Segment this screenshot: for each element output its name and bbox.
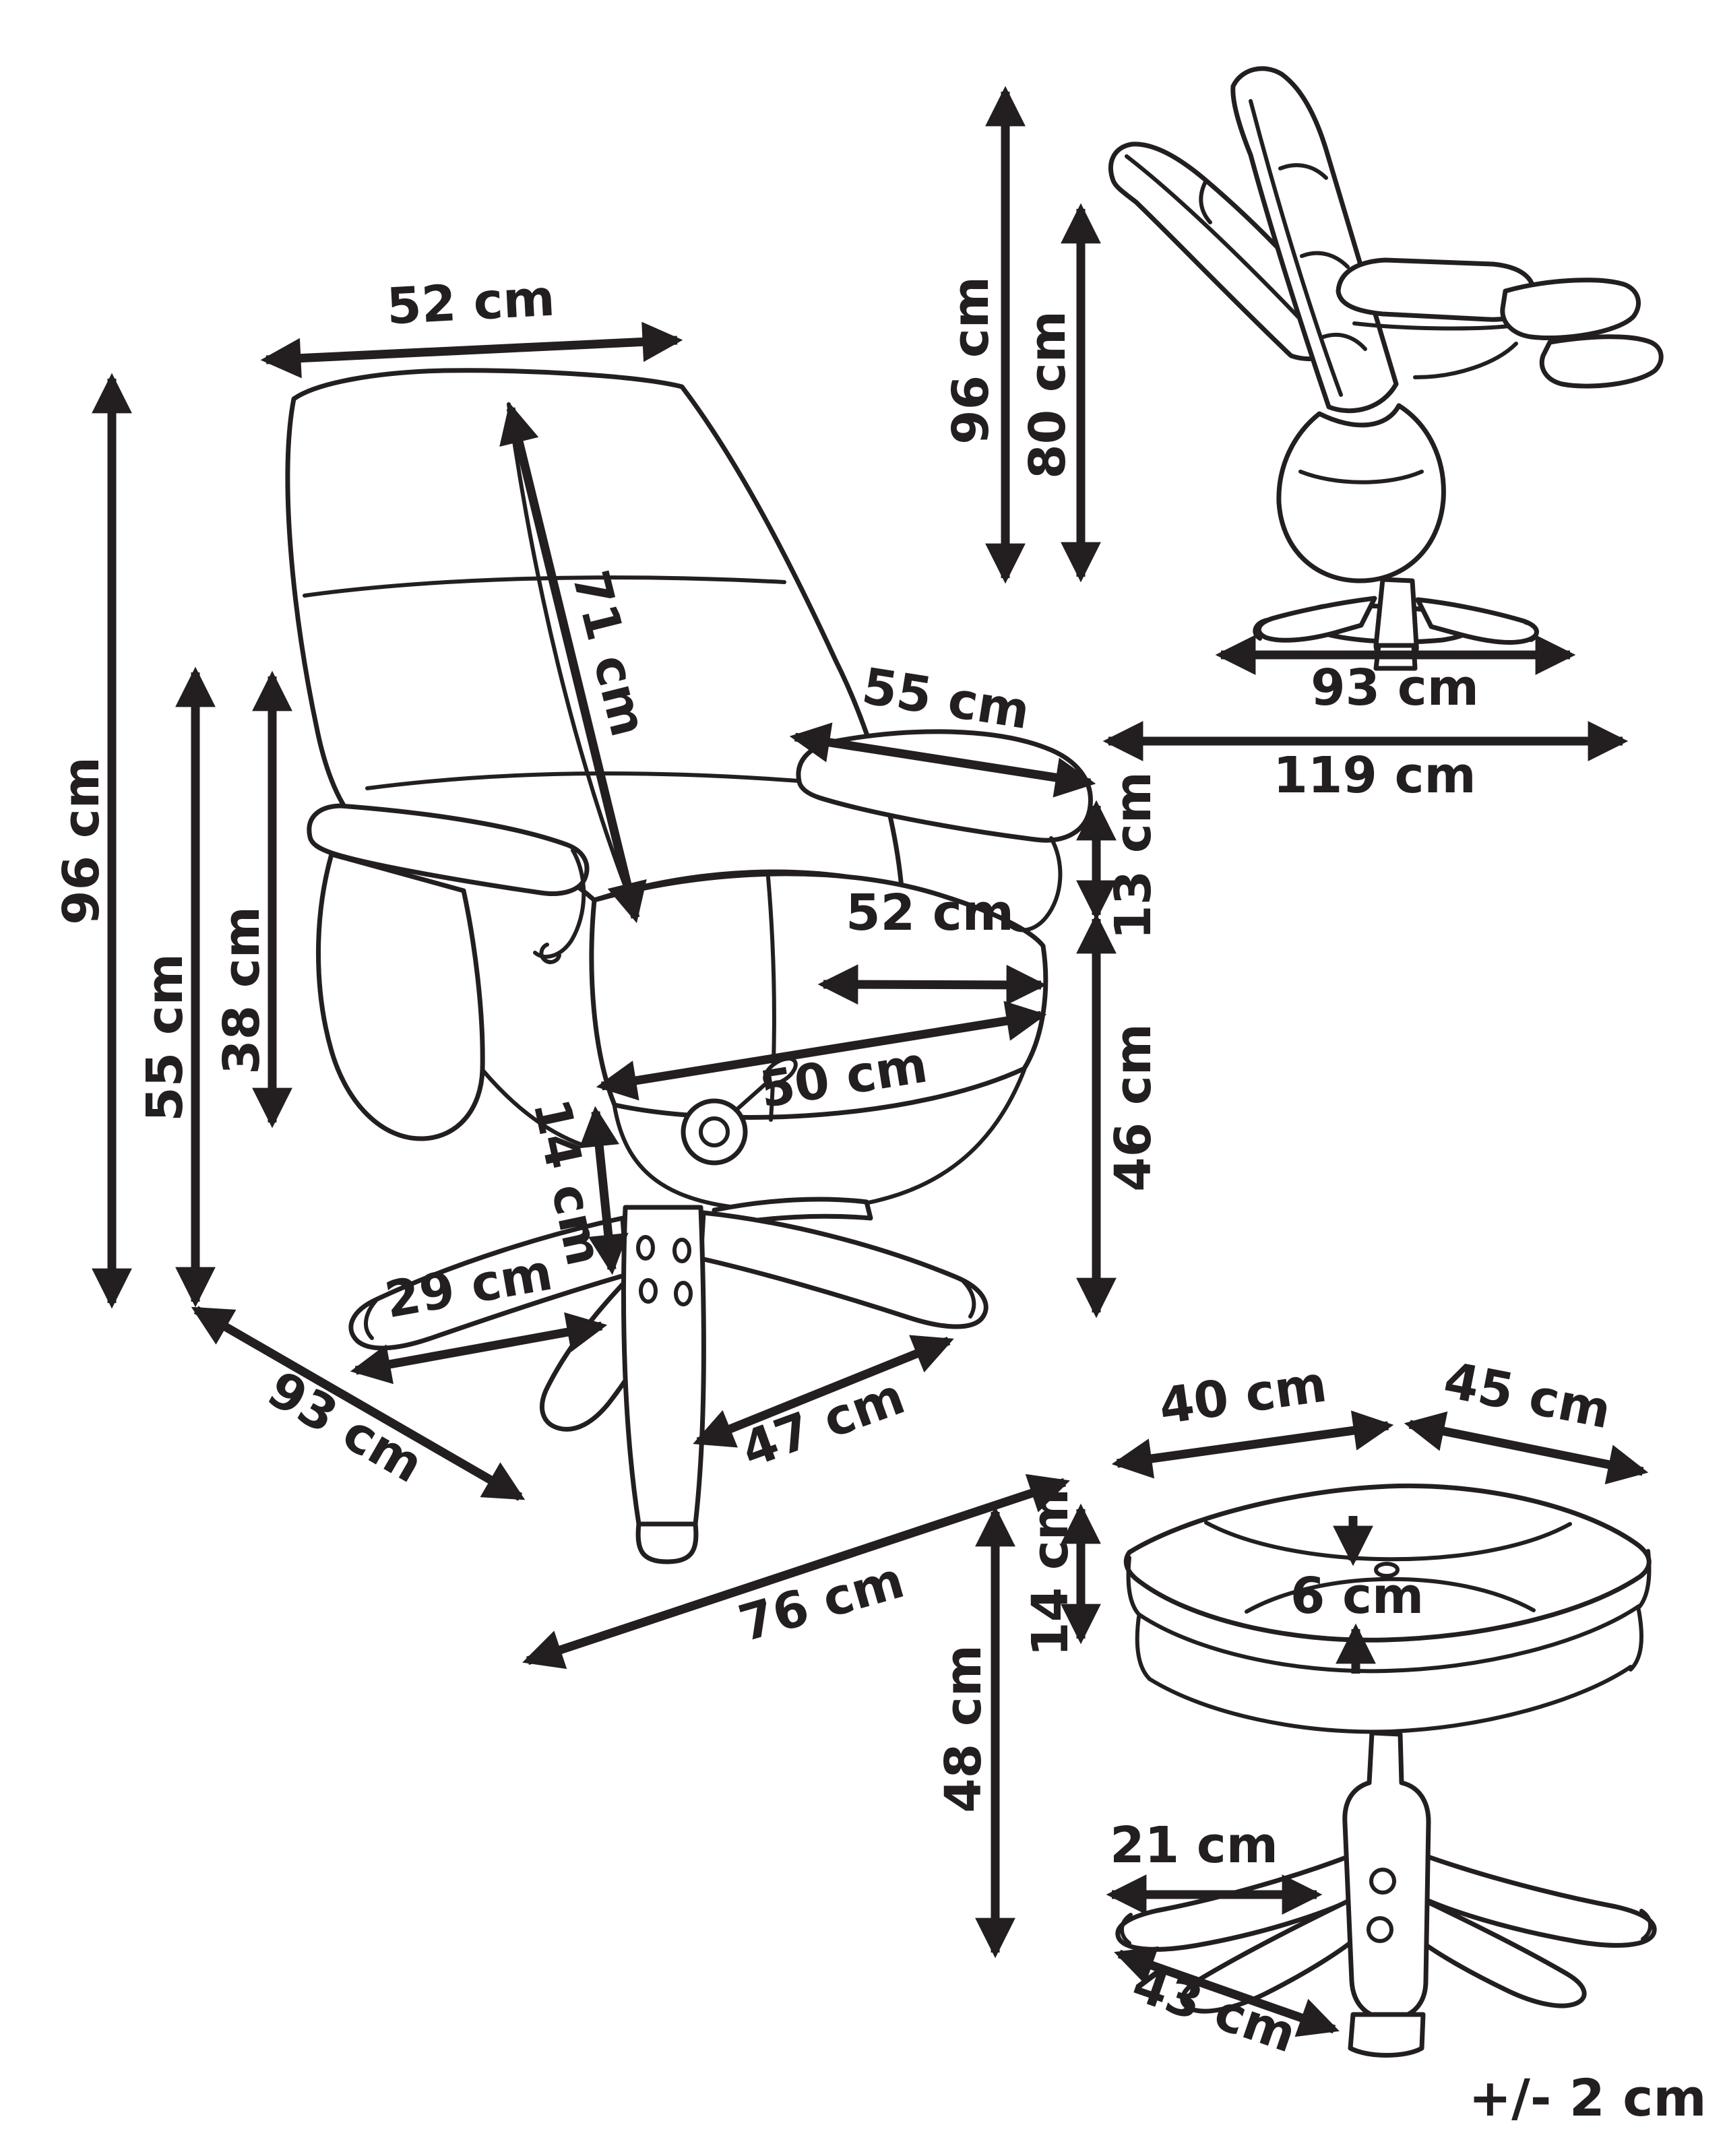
dim-seat-width-label: 52 cm	[846, 884, 1014, 942]
ottoman-leg-right-foot	[1639, 1909, 1652, 1941]
ottoman-top-dimple	[1374, 1562, 1400, 1578]
front-base-leg-right	[698, 1210, 989, 1329]
dim-ottoman-gap-label: 6 cm	[1290, 1567, 1424, 1625]
dim-armrest-top-height-label: 55 cm	[136, 953, 194, 1122]
ottoman-leg-front-right	[1408, 1896, 1587, 2008]
reclined-backrest-cross-1	[1278, 163, 1328, 180]
dim-seat-depth-arrow	[596, 1001, 1047, 1101]
ottoman-stem-hole-2	[1367, 1916, 1393, 1943]
front-chair-drawing	[285, 368, 1093, 1564]
dim-base-leg-arrow	[693, 1335, 954, 1448]
ottoman-stem-foot	[1348, 2012, 1426, 2058]
reclined-chair-drawing	[1108, 66, 1664, 671]
dim-backrest-height-arrow	[499, 402, 647, 924]
dim-overall-height-label: 96 cm	[53, 757, 111, 925]
dim-reclined-height-label: 96 cm	[942, 276, 1000, 445]
ottoman-top-seam-1	[1204, 1521, 1572, 1562]
front-left-panel-front-edge	[480, 1068, 586, 1147]
front-post-hole-1	[636, 1235, 655, 1261]
ottoman-stem-hole-1	[1369, 1868, 1396, 1895]
recline-knob-inner	[699, 1116, 730, 1147]
front-base-post-foot	[635, 1521, 699, 1564]
dim-ottoman-base-inner-label: 21 cm	[1110, 1816, 1278, 1874]
dim-armrest-to-seat-label: 13 cm	[1104, 771, 1162, 940]
dim-seat-width-arrow	[817, 964, 1047, 1005]
front-post-hole-4	[674, 1281, 693, 1306]
reclined-backrest-seam	[1249, 99, 1343, 397]
reclined-far-armrest	[1352, 321, 1511, 331]
front-left-side-panel	[316, 852, 485, 1141]
reclined-backrest-cross-3	[1321, 332, 1367, 351]
dim-ottoman-height-label: 48 cm	[935, 1645, 993, 1813]
front-right-armrest-curl	[1006, 836, 1063, 932]
dim-reclined-back-label: 80 cm	[1019, 311, 1077, 479]
dim-armrest-length-label: 55 cm	[858, 657, 1034, 740]
reclined-view-dimensions: 96 cm 80 cm 93 cm 119 cm	[942, 86, 1629, 804]
ottoman-drawing	[1115, 1483, 1657, 2058]
dim-reclined-depth-label: 119 cm	[1273, 747, 1476, 804]
front-base-leg-right-foot	[960, 1278, 976, 1319]
front-left-armrest-hook	[539, 943, 561, 964]
reclined-legrest-panel-1	[1500, 278, 1641, 341]
dim-armrest-length-arrow	[789, 722, 1096, 798]
dim-ottoman-cushion-height-label: 14 cm	[1022, 1488, 1079, 1657]
dim-ottoman-top-right-label: 45 cm	[1439, 1351, 1616, 1440]
dim-back-top-width-label: 52 cm	[385, 270, 557, 336]
front-post-hole-3	[672, 1238, 691, 1263]
reclined-backrest-cross-2	[1300, 251, 1350, 269]
ottoman-cushion-band-seam	[1137, 1604, 1641, 1674]
front-base-post	[621, 1205, 706, 1527]
reclined-flap-cross-seam	[1199, 179, 1212, 224]
reclined-legrest-link	[1413, 342, 1518, 379]
reclined-legrest-panel-2	[1539, 334, 1664, 389]
dim-ottoman-leg-arrow	[1114, 1946, 1340, 2037]
tolerance-note: +/- 2 cm	[1468, 2068, 1706, 2128]
dim-seat-height-label: 46 cm	[1104, 1023, 1162, 1192]
front-post-hole-2	[639, 1278, 658, 1304]
ottoman-cushion-left-edge	[1126, 1556, 1141, 1616]
dim-ottoman-top-left-label: 40 cm	[1156, 1355, 1330, 1436]
dim-back-top-width-arrow	[260, 321, 683, 379]
ottoman-top-seam-2	[1245, 1577, 1536, 1614]
ottoman-leg-right	[1415, 1853, 1657, 1948]
ottoman-stem	[1342, 1730, 1431, 2021]
dim-armrest-height-label: 38 cm	[213, 906, 271, 1075]
dim-ottoman-top-right-arrow	[1404, 1411, 1649, 1485]
dim-reclined-base-depth-label: 93 cm	[1311, 659, 1479, 717]
ottoman-leg-left-foot	[1120, 1913, 1133, 1945]
ottoman-base-cushion-right	[1629, 1608, 1643, 1672]
ottoman-base-cushion-left	[1135, 1615, 1152, 1681]
dim-depth-diagonal-arrow	[191, 1306, 526, 1501]
dim-cushion-front-arrow	[579, 1106, 629, 1275]
reclined-seat-body	[1276, 403, 1446, 583]
ottoman-base-cushion-bottom	[1148, 1665, 1633, 1734]
reclined-seat-seam	[1298, 470, 1424, 484]
recline-knob	[681, 1098, 748, 1166]
dim-base-leg-label: 47 cm	[734, 1367, 912, 1479]
ottoman-cushion-right-edge	[1637, 1549, 1652, 1610]
dim-ottoman-top-left-arrow	[1111, 1410, 1394, 1479]
